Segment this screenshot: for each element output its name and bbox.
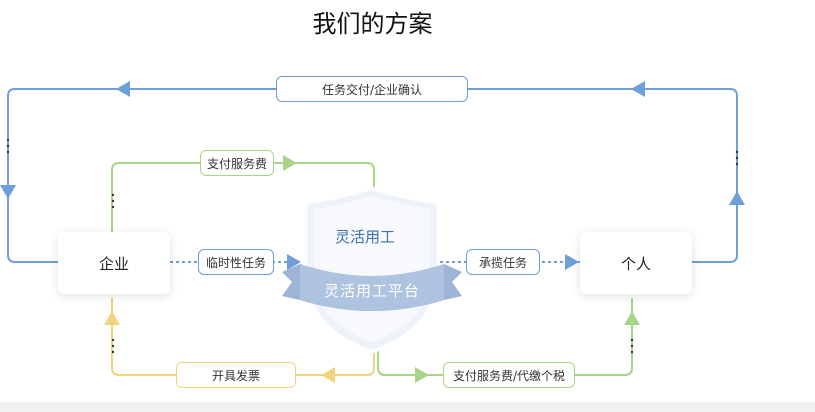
bottom-band [0,402,815,412]
right-margin [745,0,815,402]
flow-label-delivery-confirm: 任务交付/企业确认 [276,76,468,102]
node-individual: 个人 [580,232,692,294]
node-enterprise-label: 企业 [98,254,129,273]
page-title: 我们的方案 [312,10,433,38]
flow-label-temporary-task: 临时性任务 [198,249,274,275]
platform-ribbon-label: 灵活用工平台 [323,282,420,300]
flow-label-invoice: 开具发票 [176,362,296,388]
node-individual-label: 个人 [620,254,651,273]
flow-label-pay-fee-tax: 支付服务费/代缴个税 [443,362,575,388]
flow-label-undertake-task: 承揽任务 [466,249,540,275]
node-enterprise: 企业 [58,232,170,294]
platform-name: 灵活用工 [334,228,395,246]
dot-markers [6,138,739,354]
flow-label-pay-service-fee: 支付服务费 [200,150,274,176]
